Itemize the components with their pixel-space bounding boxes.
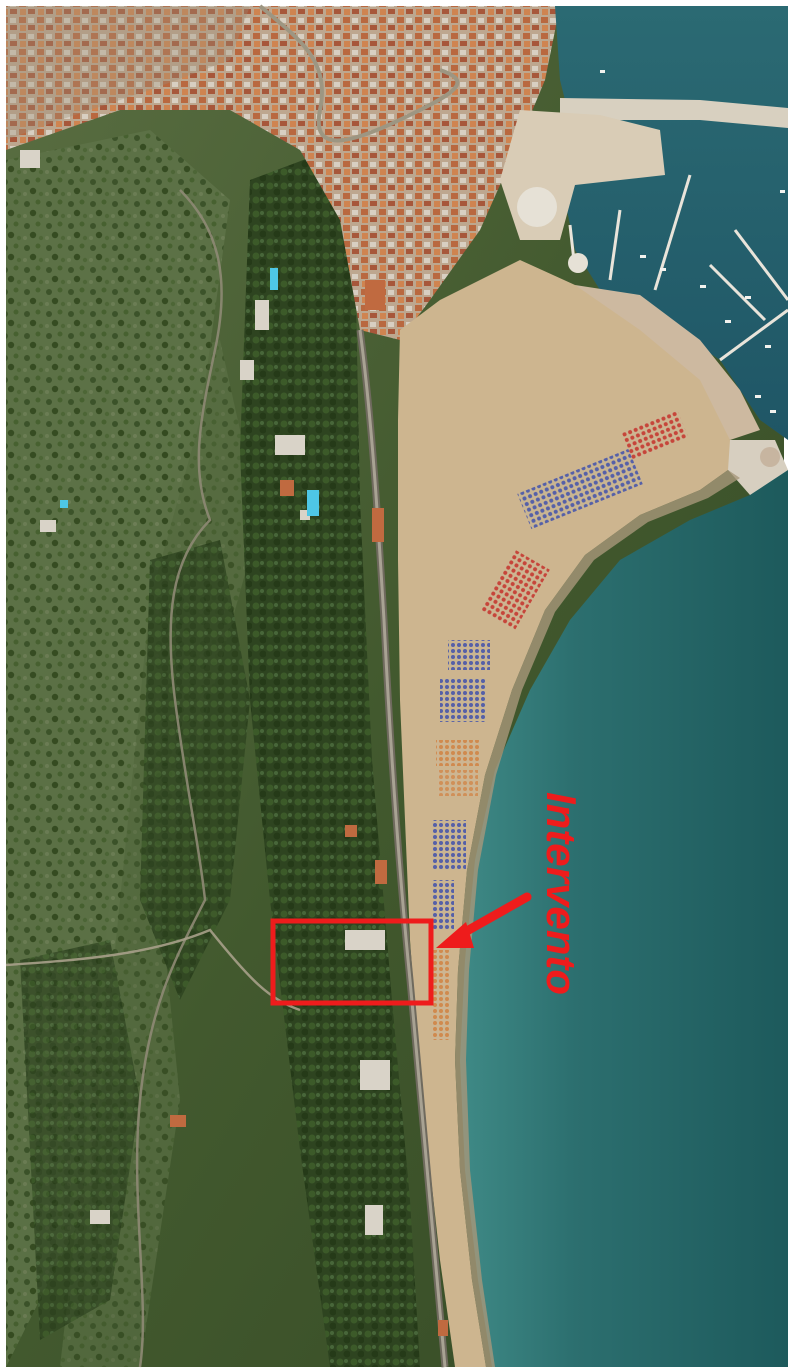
intervention-area-box bbox=[270, 918, 434, 1006]
intervention-label: Intervento bbox=[538, 792, 585, 995]
intervention-arrow bbox=[436, 892, 532, 948]
map-imagery bbox=[5, 4, 788, 1368]
